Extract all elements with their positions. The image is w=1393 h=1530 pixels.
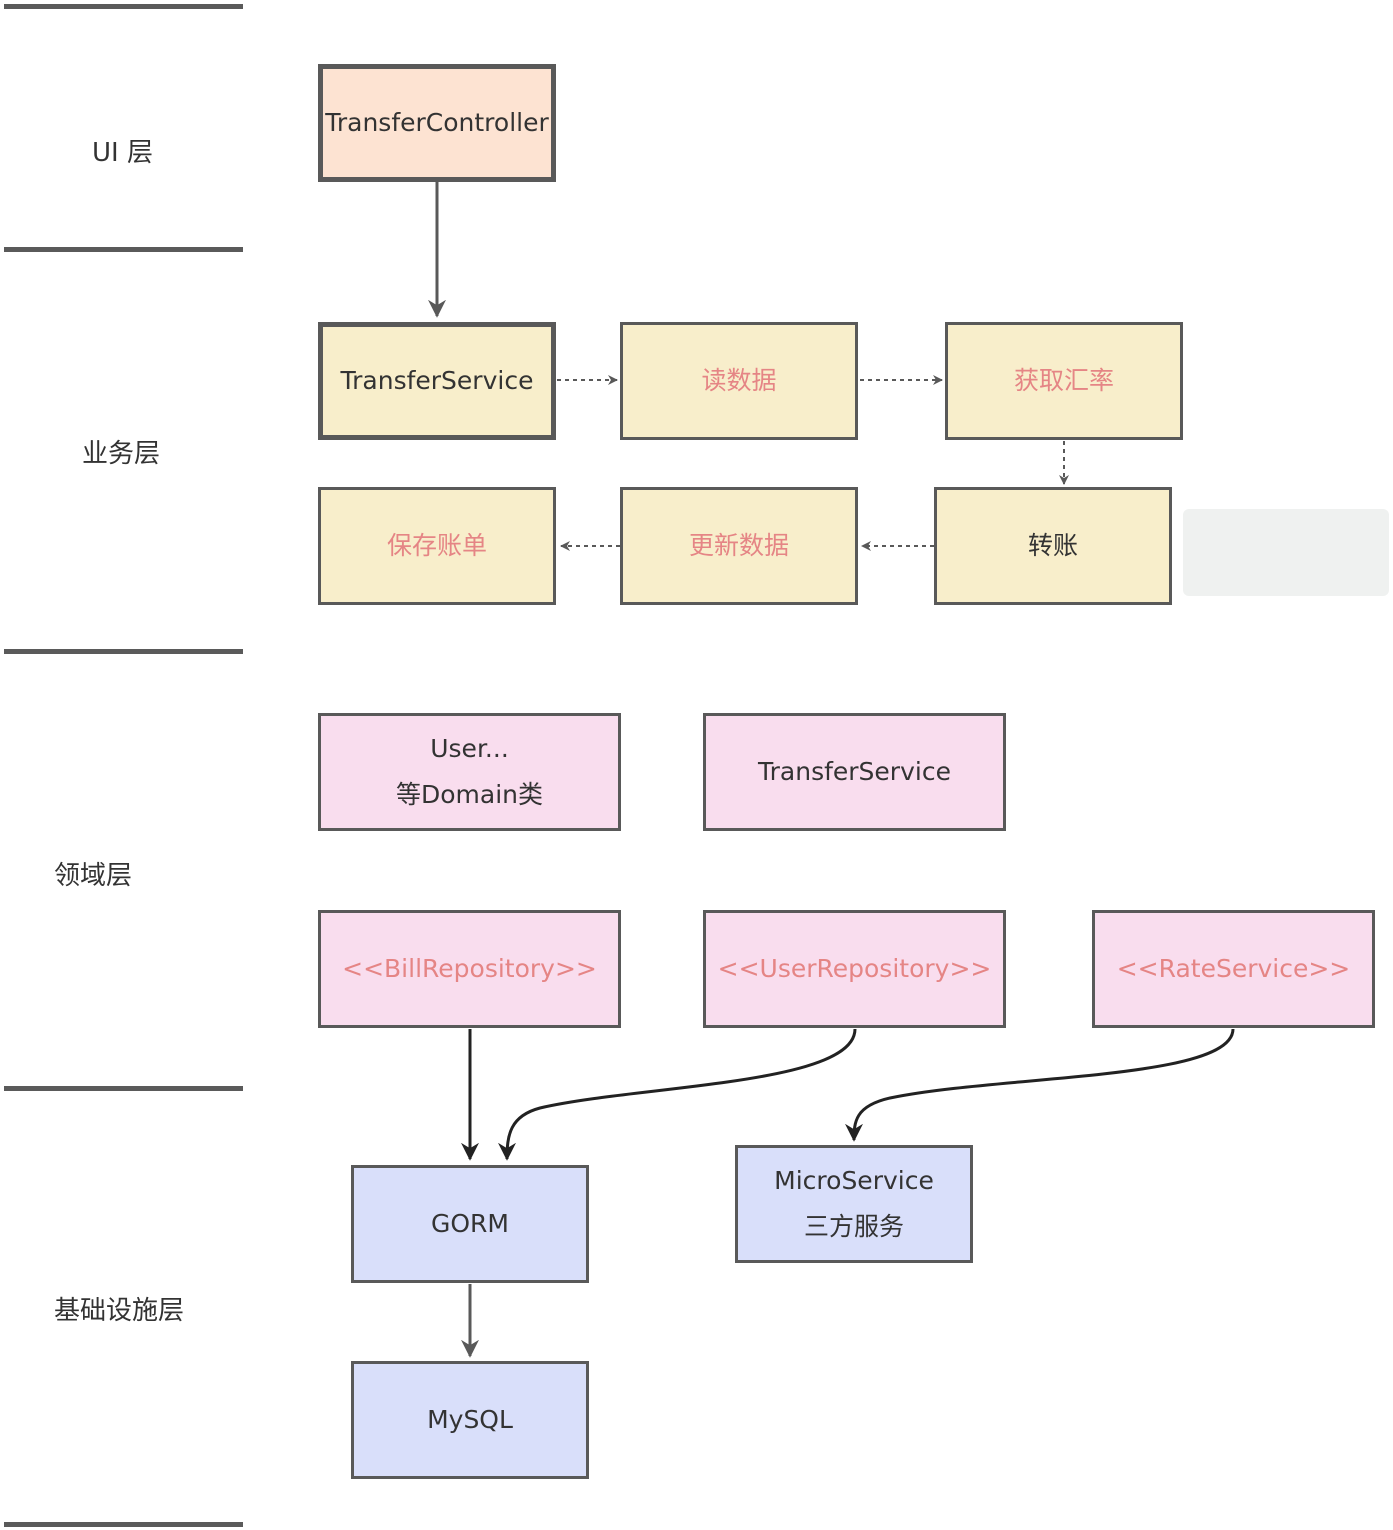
get-rate-node: 获取汇率 (945, 322, 1183, 440)
transfer-controller-node: TransferController (318, 64, 556, 182)
get-rate-label: 获取汇率 (1013, 365, 1114, 395)
rate-service-node: <<RateService>> (1092, 910, 1375, 1028)
microservice-node: MicroService 三方服务 (735, 1145, 973, 1263)
update-data-node: 更新数据 (620, 487, 858, 605)
mysql-label: MySQL (427, 1404, 513, 1434)
microservice-label-line1: MicroService (774, 1165, 934, 1195)
layer-label-infrastructure: 基础设施层 (54, 1296, 185, 1326)
transfer-label: 转账 (1027, 530, 1078, 560)
layer-divider-top (4, 4, 243, 9)
bill-repository-node: <<BillRepository>> (318, 910, 621, 1028)
edge-rate-service-to-microservice (845, 1028, 1235, 1142)
business-transfer-service-label: TransferService (340, 365, 534, 395)
read-data-node: 读数据 (620, 322, 858, 440)
user-repository-node: <<UserRepository>> (703, 910, 1006, 1028)
layer-divider-ui-business (4, 247, 243, 252)
layer-divider-business-domain (4, 649, 243, 654)
mysql-node: MySQL (351, 1361, 589, 1479)
read-data-label: 读数据 (701, 365, 777, 395)
layer-label-ui: UI 层 (92, 138, 153, 168)
save-bill-node: 保存账单 (318, 487, 556, 605)
domain-transfer-service-label: TransferService (758, 756, 951, 786)
empty-placeholder-box (1183, 509, 1389, 596)
layer-label-business: 业务层 (82, 439, 161, 469)
rate-service-label: <<RateService>> (1116, 953, 1351, 983)
transfer-controller-label: TransferController (325, 107, 549, 137)
update-data-label: 更新数据 (688, 530, 789, 560)
layer-label-domain: 领域层 (54, 861, 133, 891)
edge-user-repository-to-gorm (498, 1028, 857, 1161)
user-repository-label: <<UserRepository>> (717, 953, 992, 983)
user-domain-label-line2: 等Domain类 (395, 780, 543, 809)
user-domain-node: User... 等Domain类 (318, 713, 621, 831)
save-bill-label: 保存账单 (386, 530, 487, 560)
transfer-node: 转账 (934, 487, 1172, 605)
microservice-label-line2: 三方服务 (803, 1212, 904, 1241)
layer-divider-bottom (4, 1522, 243, 1527)
gorm-label: GORM (431, 1208, 509, 1238)
bill-repository-label: <<BillRepository>> (342, 953, 597, 983)
domain-transfer-service-node: TransferService (703, 713, 1006, 831)
gorm-node: GORM (351, 1165, 589, 1283)
layer-divider-domain-infra (4, 1086, 243, 1091)
business-transfer-service-node: TransferService (318, 322, 556, 440)
user-domain-label-line1: User... (430, 733, 509, 763)
